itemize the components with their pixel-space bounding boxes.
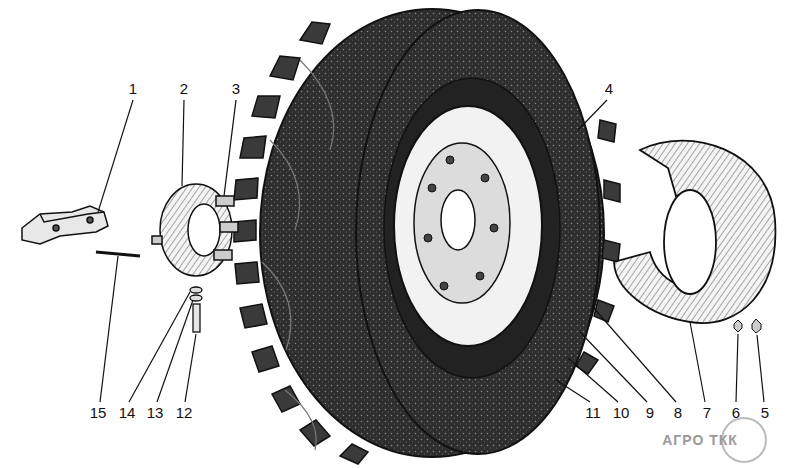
callout-number: 11 [585,404,601,421]
callout-number: 2 [180,80,188,97]
callout-number: 13 [147,404,164,421]
callout-number: 4 [605,80,613,97]
leader-lines [98,100,764,402]
callout-number: 14 [119,404,136,421]
callout-number: 1 [129,80,137,97]
callout-number: 9 [646,404,654,421]
watermark: АГРО ТКК [662,432,738,449]
nut-part [734,319,761,333]
callout-number: 7 [703,404,711,421]
callout-number: 12 [176,404,193,421]
disc-weight [614,141,775,323]
callout-number: 5 [761,404,769,421]
tire [234,9,620,464]
bracket-part [22,206,108,244]
wheel-rim [394,106,542,346]
callout-number: 8 [674,404,682,421]
callout-number: 6 [732,404,740,421]
callout-number: 15 [90,404,107,421]
hub-weight [152,184,238,276]
bolt-part [190,287,202,332]
pin-part [96,252,140,256]
callout-number: 3 [232,80,240,97]
callout-number: 10 [613,404,630,421]
